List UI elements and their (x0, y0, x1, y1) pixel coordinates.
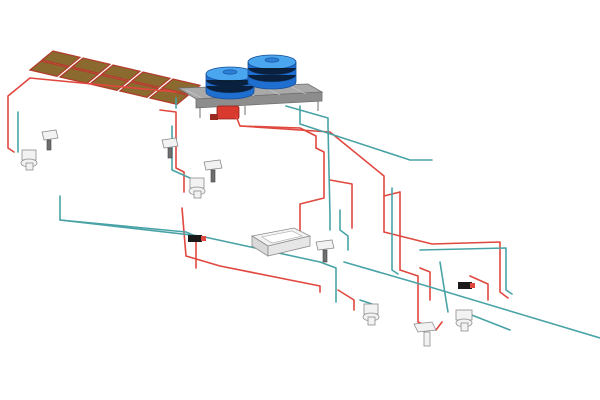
water-tank-right (247, 54, 297, 90)
solar-collector-array (28, 50, 202, 105)
bathtub (250, 227, 312, 257)
valve-left (188, 235, 206, 242)
toilet-left (20, 149, 38, 171)
washbasin-bath-side (315, 239, 335, 263)
solar-panel-icon (148, 88, 190, 105)
toilet-right (455, 309, 473, 332)
solar-panel-icon (130, 71, 172, 88)
toilet-mid (188, 177, 206, 199)
washbasin-right (413, 321, 437, 347)
toilet-center (362, 303, 380, 326)
boiler-heater (210, 105, 240, 120)
cold-water-pipes (17, 97, 600, 339)
washbasin-upper-mid (161, 137, 179, 159)
washbasin-left (41, 129, 59, 151)
valve-right (458, 282, 475, 289)
water-tank-left (205, 66, 255, 100)
solar-panel-icon (118, 81, 160, 98)
solar-panel-icon (100, 64, 142, 81)
solar-panel-icon (28, 60, 70, 77)
solar-panel-icon (58, 67, 100, 84)
hot-water-pipes (7, 77, 509, 331)
washbasin-mid (203, 159, 223, 183)
solar-panel-icon (40, 50, 82, 67)
solar-panel-icon (70, 57, 112, 74)
